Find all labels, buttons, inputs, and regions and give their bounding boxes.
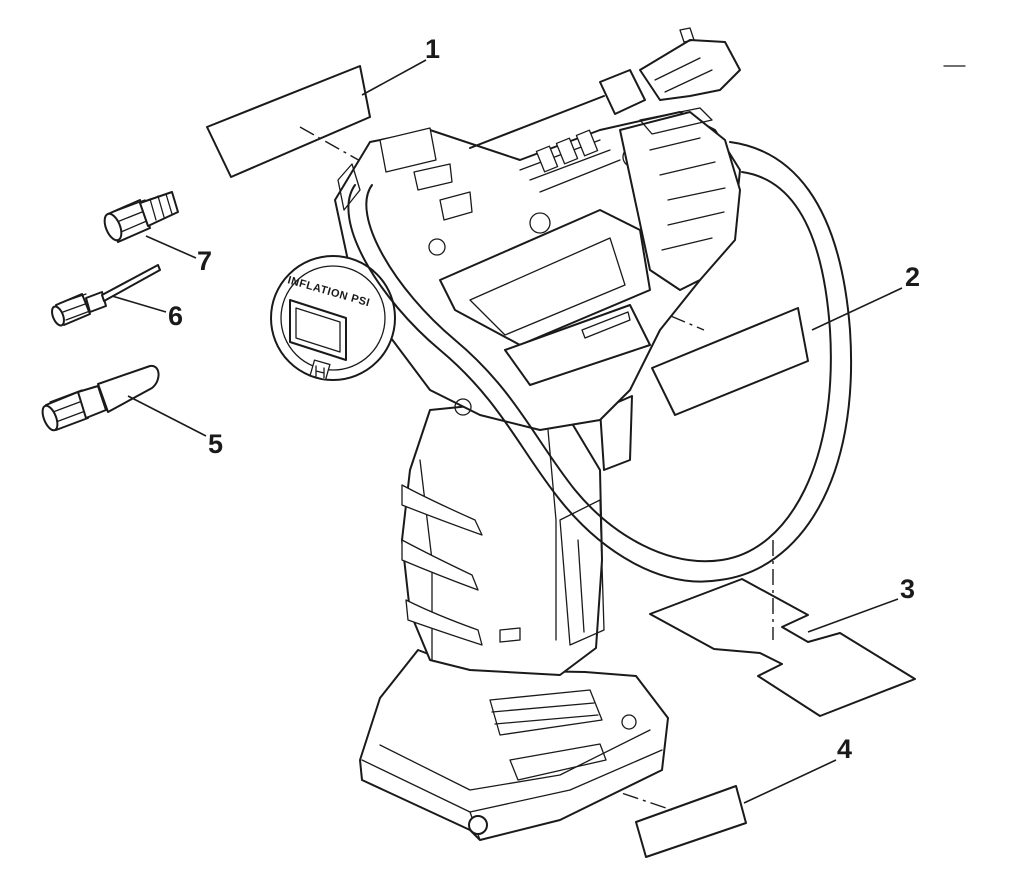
callout-2: 2 [905,262,920,292]
part-6-inflation-needle [51,264,161,327]
callout-6: 6 [168,301,183,331]
leader-2 [811,287,903,331]
leader-lines [111,59,966,804]
callout-numbers: 1 2 3 4 5 6 7 [168,34,920,764]
tire-inflator-body: INFLATION PSI [270,27,853,841]
leader-4 [743,759,837,804]
leader-7 [145,235,197,259]
callout-5: 5 [208,429,223,459]
leader-3 [807,598,899,633]
part-4-label-sticker [567,774,747,858]
callout-1: 1 [425,34,440,64]
callout-7: 7 [197,246,212,276]
part-7-adapter [103,191,179,243]
leader-1 [361,59,427,96]
callout-4: 4 [837,734,852,764]
part-3-label-sticker [649,540,916,717]
part-5-tapered-nozzle [41,364,160,432]
leader-5 [127,395,207,437]
callout-3: 3 [900,574,915,604]
leader-6 [111,295,167,313]
part-1-label-sticker [206,65,371,178]
